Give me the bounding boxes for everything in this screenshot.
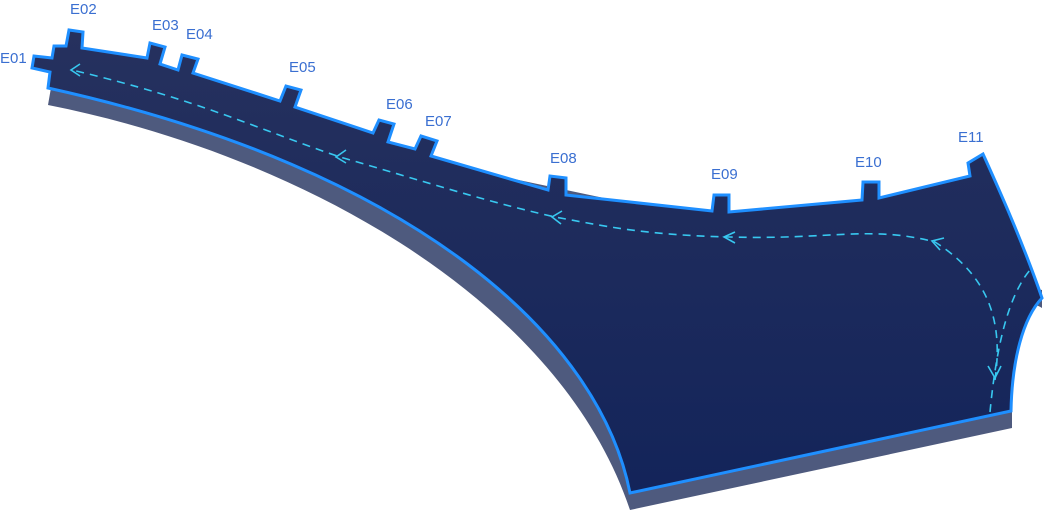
entrance-label-e11: E11 — [958, 129, 984, 146]
area-body[interactable] — [30, 28, 1044, 495]
entrance-label-e07: E07 — [425, 113, 452, 130]
entrance-label-e09: E09 — [711, 166, 738, 183]
flow-path-main — [989, 269, 1031, 413]
flow-arrow-icon — [930, 237, 945, 251]
entrance-label-e03: E03 — [152, 17, 179, 34]
flow-path — [69, 63, 1031, 413]
entrance-label-e04: E04 — [186, 26, 213, 43]
entrance-label-e05: E05 — [289, 59, 316, 76]
entrance-label-e02: E02 — [70, 1, 97, 18]
flow-arrow-icon — [722, 231, 736, 244]
flow-arrow-icon — [550, 210, 563, 225]
entrance-label-e08: E08 — [550, 150, 577, 167]
flow-arrow-icon — [987, 365, 1002, 380]
entrance-label-e10: E10 — [855, 154, 882, 171]
flow-arrow-icon — [69, 63, 81, 77]
flow-arrow-icon — [334, 149, 347, 164]
entrance-label-e01: E01 — [0, 50, 27, 67]
entrance-label-e06: E06 — [386, 96, 413, 113]
